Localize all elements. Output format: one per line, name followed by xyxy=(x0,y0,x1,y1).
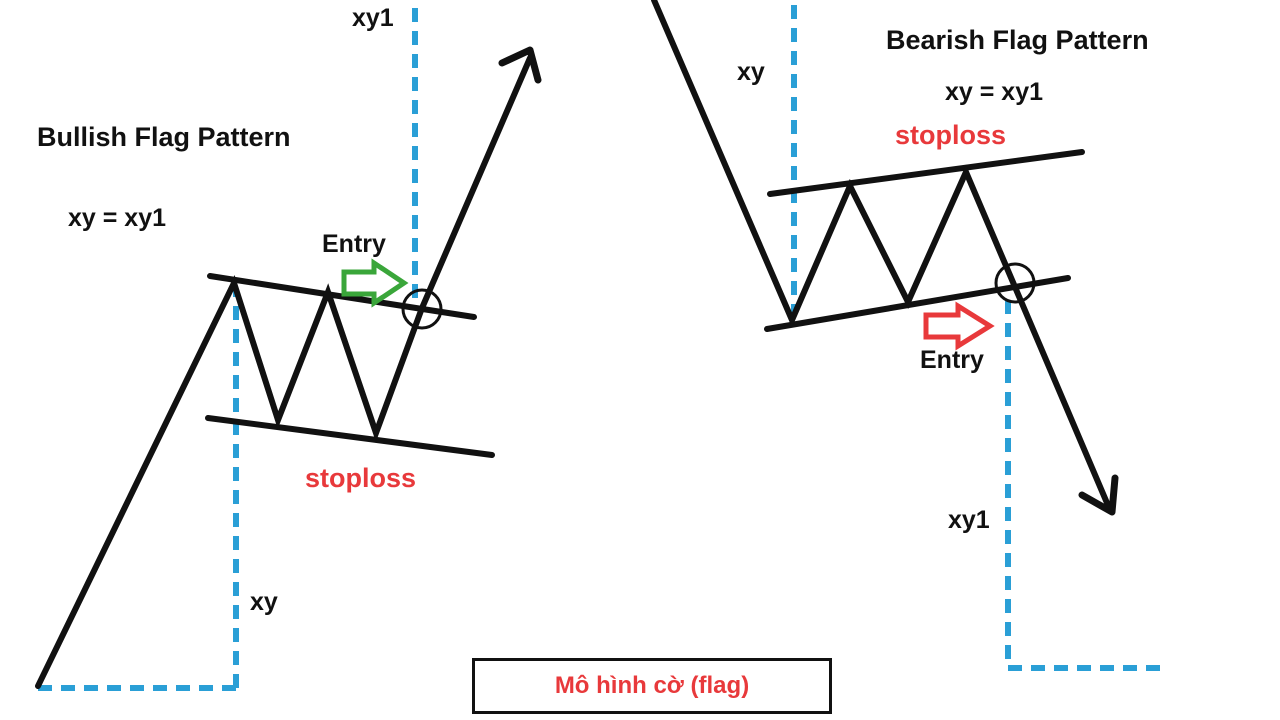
bearish-price-path xyxy=(651,0,1113,513)
bearish-upper-channel xyxy=(767,149,1085,197)
bullish-xy1-label: xy1 xyxy=(352,4,394,32)
bearish-stoploss-label: stoploss xyxy=(895,120,1007,150)
bearish-arrowhead xyxy=(1078,474,1119,516)
bearish-entry-arrow xyxy=(923,301,995,351)
bearish-breakout-circle xyxy=(994,262,1036,304)
bullish-stoploss-label: stoploss xyxy=(305,463,417,493)
bearish-xy-label: xy xyxy=(737,58,765,86)
caption-text: Mô hình cờ (flag) xyxy=(554,672,750,699)
bullish-arrowhead xyxy=(498,46,542,84)
bearish-pattern xyxy=(651,0,1165,671)
bearish-equation: xy = xy1 xyxy=(945,78,1044,106)
bullish-pattern xyxy=(35,8,542,691)
bullish-entry-arrow xyxy=(341,258,409,308)
bullish-price-path xyxy=(35,55,533,689)
bearish-entry-label: Entry xyxy=(920,346,984,374)
bullish-equation: xy = xy1 xyxy=(68,204,167,232)
bullish-title: Bullish Flag Pattern xyxy=(37,122,291,152)
bullish-xy-label: xy xyxy=(250,588,278,616)
bearish-title: Bearish Flag Pattern xyxy=(886,25,1149,55)
bullish-breakout-circle xyxy=(401,288,443,330)
bearish-xy1-label: xy1 xyxy=(948,506,990,534)
bullish-lower-channel xyxy=(205,415,495,458)
caption-box: Mô hình cờ (flag) xyxy=(472,658,832,714)
bullish-entry-label: Entry xyxy=(322,230,386,258)
